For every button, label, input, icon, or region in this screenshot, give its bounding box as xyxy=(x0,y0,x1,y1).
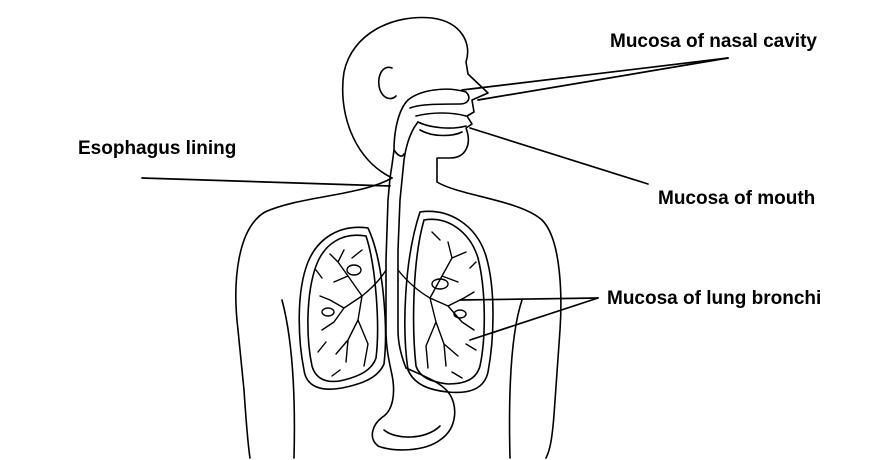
body-outline-left xyxy=(236,178,392,458)
ear xyxy=(379,67,396,98)
arm-left-inner xyxy=(282,300,294,458)
label-lung-bronchi: Mucosa of lung bronchi xyxy=(607,288,821,310)
label-mouth-mucosa: Mucosa of mouth xyxy=(658,188,815,210)
pharynx-back xyxy=(386,100,408,280)
esophagus xyxy=(386,280,406,375)
bronchi-leader-lower xyxy=(470,298,598,340)
nasal-leader-upper xyxy=(462,58,728,90)
esophagus-leader xyxy=(142,178,390,186)
label-esophagus-lining: Esophagus lining xyxy=(78,138,236,160)
bronchi-leader-upper xyxy=(460,298,598,300)
nasal-leader-lower xyxy=(478,58,728,100)
palate xyxy=(416,113,466,116)
bronchial-tree xyxy=(316,232,476,378)
nasal-cavity xyxy=(408,89,469,108)
oral-cavity xyxy=(418,122,466,136)
epiglottis xyxy=(394,150,404,156)
stomach-inner xyxy=(384,426,440,437)
left-lung-inner xyxy=(308,235,378,381)
pharynx-front xyxy=(398,122,418,280)
mouth-leader xyxy=(470,128,648,184)
label-nasal-cavity: Mucosa of nasal cavity xyxy=(610,31,817,53)
